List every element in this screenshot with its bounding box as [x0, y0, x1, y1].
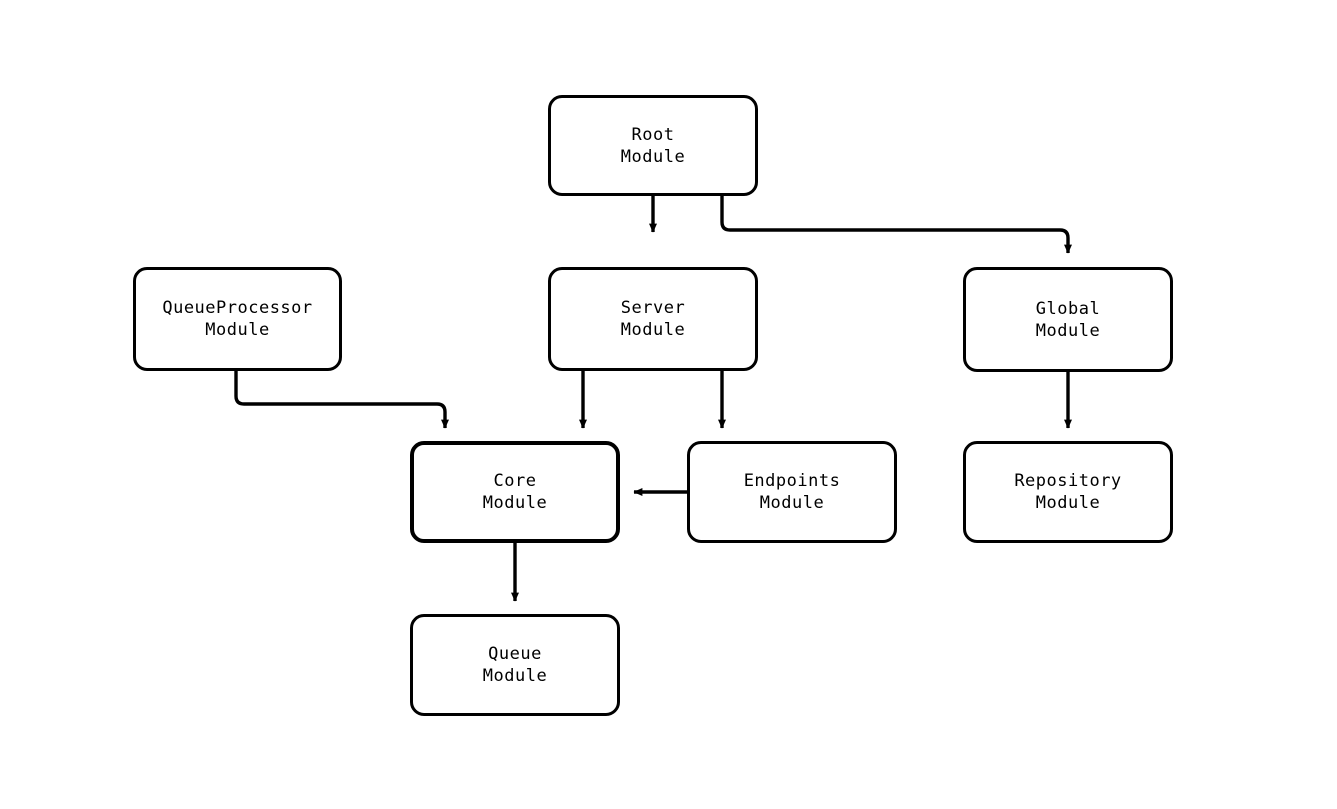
edge-root-to-global — [720, 196, 1072, 254]
node-endpoints-module-line1: Endpoints — [743, 471, 841, 491]
node-core-module[interactable]: Core Module — [410, 441, 620, 543]
node-queue-module[interactable]: Queue Module — [410, 614, 620, 716]
node-core-module-line2: Module — [482, 493, 548, 513]
node-endpoints-module[interactable]: Endpoints Module — [687, 441, 897, 543]
node-root-module-line1: Root — [631, 124, 675, 145]
node-server-module-line2: Module — [620, 320, 686, 340]
node-global-module[interactable]: Global Module — [963, 267, 1173, 372]
node-global-module-line2: Module — [1035, 320, 1101, 341]
node-endpoints-module-line2: Module — [759, 493, 825, 513]
node-repository-module-line2: Module — [1035, 493, 1101, 513]
node-core-module-line1: Core — [493, 471, 537, 491]
node-global-module-line1: Global — [1035, 298, 1101, 319]
node-queue-module-line2: Module — [482, 666, 548, 686]
node-server-module-line1: Server — [620, 298, 686, 318]
node-repository-module[interactable]: Repository Module — [963, 441, 1173, 543]
node-queueprocessor-module[interactable]: QueueProcessor Module — [133, 267, 342, 371]
node-queueprocessor-module-line1: QueueProcessor — [162, 298, 313, 318]
edge-queueprocessor-to-core — [234, 371, 449, 429]
node-root-module-line2: Module — [620, 146, 686, 167]
node-server-module[interactable]: Server Module — [548, 267, 758, 371]
node-queue-module-line1: Queue — [488, 644, 542, 664]
node-queueprocessor-module-line2: Module — [205, 320, 270, 340]
node-repository-module-line1: Repository — [1014, 471, 1122, 491]
node-root-module[interactable]: Root Module — [548, 95, 758, 196]
